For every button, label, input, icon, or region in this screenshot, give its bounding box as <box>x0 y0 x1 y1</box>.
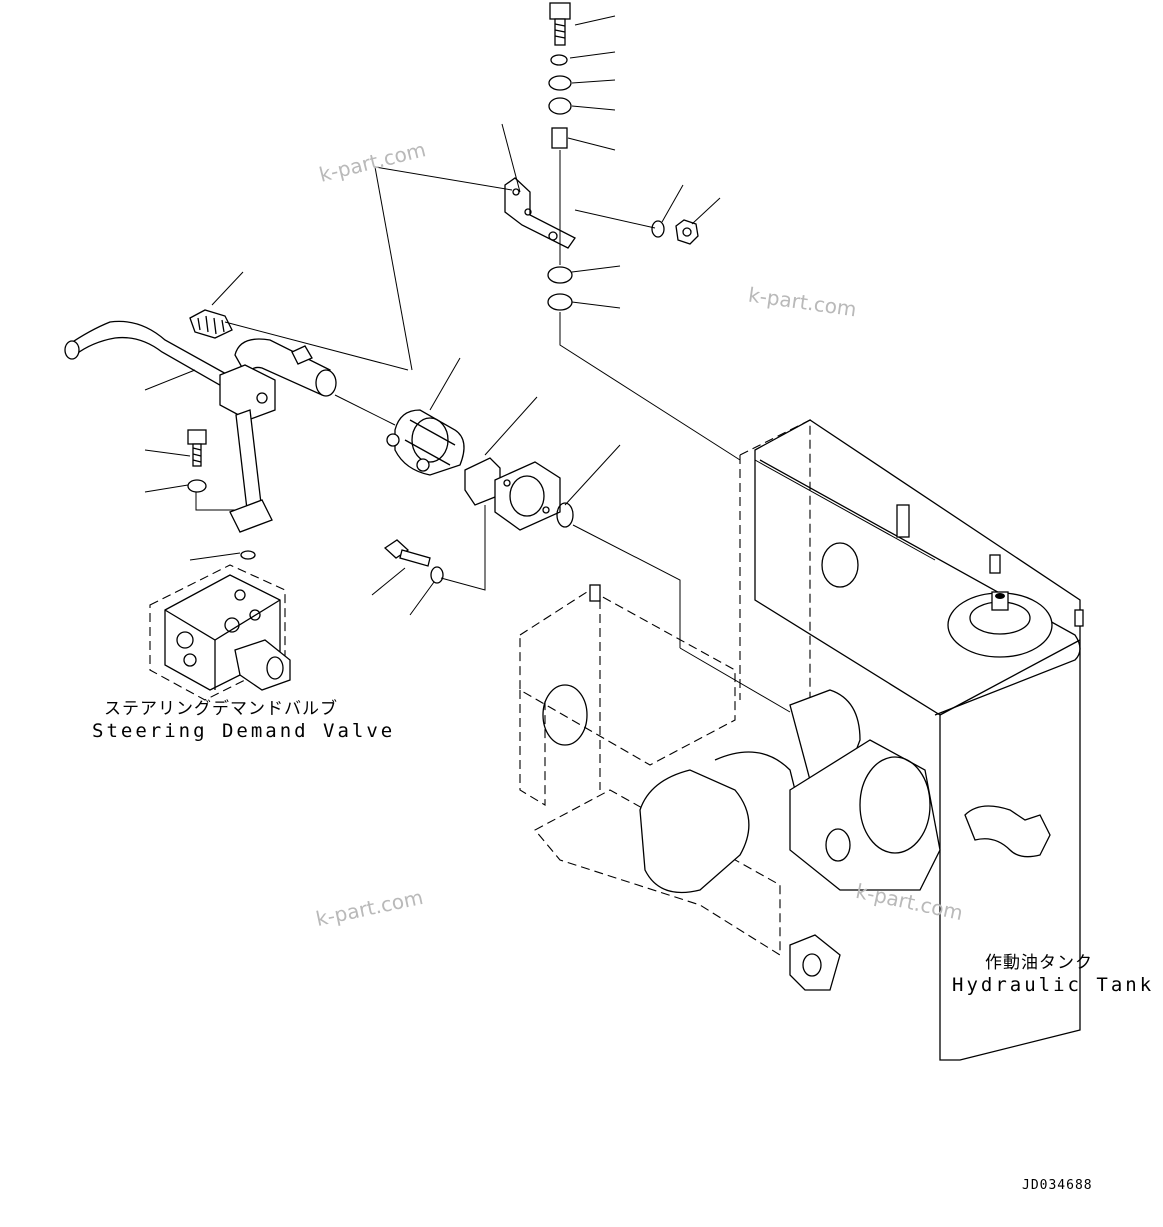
o-ring <box>556 502 574 528</box>
spacer-sleeve <box>551 127 568 149</box>
steering-valve-label-en: Steering Demand Valve <box>92 720 396 742</box>
pipe-assembly <box>64 309 337 533</box>
mounting-bracket <box>504 177 576 249</box>
washer-bracket-2 <box>547 293 573 311</box>
pipe-clamp <box>386 409 465 476</box>
washer-left <box>187 479 207 493</box>
washer-small <box>651 220 665 238</box>
washer-top-2 <box>548 75 572 91</box>
nut <box>675 219 699 245</box>
drawing-code: JD034688 <box>1022 1178 1093 1193</box>
bolt-top <box>549 2 571 46</box>
hydraulic-tank <box>519 419 1084 1061</box>
washer-bracket-1 <box>547 266 573 284</box>
washer-top-1 <box>550 54 568 66</box>
steering-valve-label-jp: ステアリングデマンドバルブ <box>104 699 338 719</box>
washer-top-3 <box>548 97 572 115</box>
bolt-lower <box>383 539 431 567</box>
hydraulic-tank-label-jp: 作動油タンク <box>985 953 1093 973</box>
steering-demand-valve <box>149 550 291 701</box>
flange-connector <box>464 457 561 531</box>
bolt-left <box>187 429 207 467</box>
hydraulic-tank-label-en: Hydraulic Tank <box>952 974 1155 996</box>
callout-leaders <box>144 15 791 713</box>
washer-lower <box>430 566 444 584</box>
